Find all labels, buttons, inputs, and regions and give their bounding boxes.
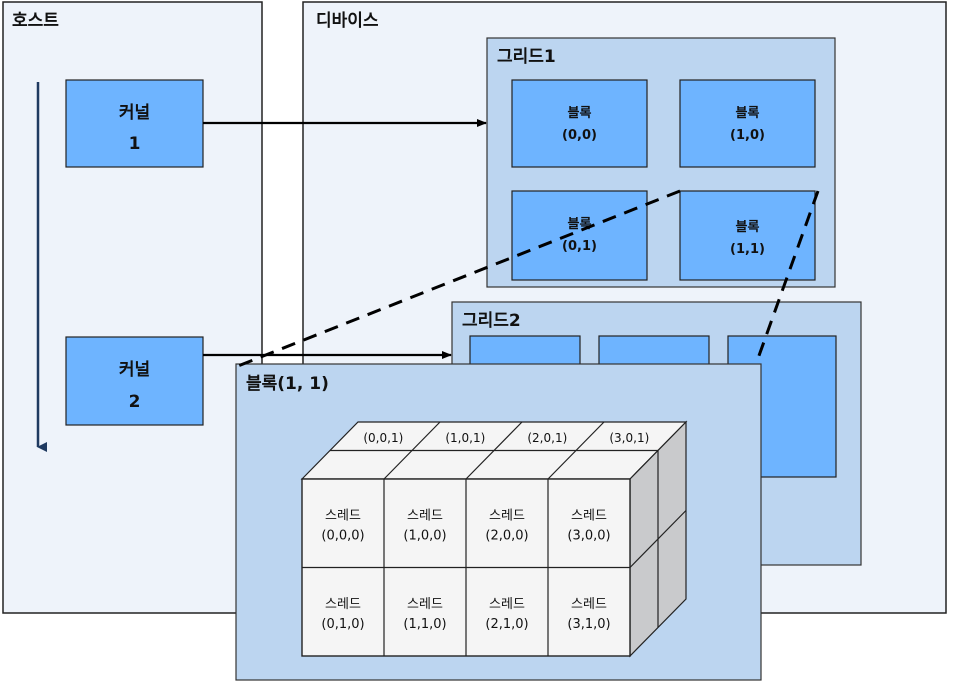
kernel-1-label: 커널 [119, 103, 150, 123]
thread-cell: 스레드 (0,1,0) [321, 597, 364, 632]
thread-label: 스레드 [571, 597, 607, 612]
block-0-1-label: 블록 [568, 217, 592, 232]
kernel-2: 커널 2 [65, 336, 204, 426]
grid-1-block-1-1: 블록 (1,1) [679, 190, 816, 281]
cube-top-label: (1,0,1) [445, 431, 485, 445]
thread-cell: 스레드 (1,1,0) [403, 597, 446, 632]
cube-top-labels: (0,0,1) (1,0,1) (2,0,1) (3,0,1) [363, 431, 649, 445]
thread-label: 스레드 [407, 597, 443, 612]
thread-label: 스레드 [325, 508, 361, 523]
zoom-lines [237, 189, 820, 368]
thread-label: 스레드 [325, 597, 361, 612]
thread-cells: 스레드 (0,0,0) 스레드 (1,0,0) 스레드 (2,0,0) 스레드 (3,0,0)… [321, 508, 610, 632]
thread-coords: (0,0,0) [321, 528, 364, 543]
thread-label: 스레드 [489, 597, 525, 612]
thread-coords: (0,1,0) [321, 617, 364, 632]
kernel-2-number: 2 [129, 392, 141, 412]
cube-grid-lines [302, 421, 687, 656]
thread-coords: (3,0,0) [567, 528, 610, 543]
grid-2-title: 그리드2 [462, 311, 521, 331]
kernel-2-label: 커널 [119, 360, 150, 380]
grid-1: 그리드1 블록 (0,0) 블록 (1,0) 블록 (0,1) 블록 (1,1) [486, 37, 836, 288]
block-0-0-coords: (0,0) [562, 128, 597, 143]
thread-coords: (1,1,0) [403, 617, 446, 632]
grid-1-block-0-0: 블록 (0,0) [511, 79, 648, 168]
grid-1-title: 그리드1 [497, 47, 556, 67]
block-0-1-coords: (0,1) [562, 239, 597, 254]
device-title: 디바이스 [316, 11, 379, 31]
thread-coords: (1,0,0) [403, 528, 446, 543]
thread-cell: 스레드 (0,0,0) [321, 508, 364, 543]
thread-cube: (0,0,1)(1,0,1)(2,0,1)(3,0,1) 스레드(0,0,0)스… [300, 420, 688, 658]
thread-coords: (2,0,0) [485, 528, 528, 543]
thread-label: 스레드 [571, 508, 607, 523]
host-title: 호스트 [12, 11, 59, 31]
thread-cell: 스레드 (2,0,0) [485, 508, 528, 543]
kernel-1-number: 1 [129, 134, 141, 154]
thread-cell: 스레드 (3,0,0) [567, 508, 610, 543]
thread-cell: 스레드 (3,1,0) [567, 597, 610, 632]
host-panel: 호스트 커널 1 커널 2 [2, 1, 263, 614]
block-0-0-label: 블록 [568, 106, 592, 121]
block-1-1-label: 블록 [736, 220, 760, 235]
grid-1-block-1-0: 블록 (1,0) [679, 79, 816, 168]
thread-cell: 스레드 (2,1,0) [485, 597, 528, 632]
cube-top-label: (3,0,1) [609, 431, 649, 445]
cube-top-label: (0,0,1) [363, 431, 403, 445]
thread-label: 스레드 [489, 508, 525, 523]
thread-cell: 스레드 (1,0,0) [403, 508, 446, 543]
thread-coords: (2,1,0) [485, 617, 528, 632]
thread-label: 스레드 [407, 508, 443, 523]
block-1-1-coords: (1,1) [730, 242, 765, 257]
thread-coords: (3,1,0) [567, 617, 610, 632]
kernel-1: 커널 1 [65, 79, 204, 168]
block-1-0-label: 블록 [736, 106, 760, 121]
block-detail-title: 블록(1, 1) [246, 374, 329, 394]
cube-top-label: (2,0,1) [527, 431, 567, 445]
block-1-0-coords: (1,0) [730, 128, 765, 143]
grid-1-block-0-1: 블록 (0,1) [511, 190, 648, 281]
